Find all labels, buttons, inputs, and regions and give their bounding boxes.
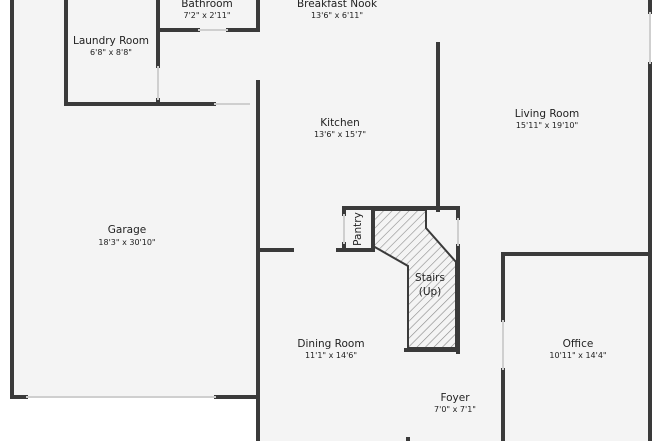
dining-name: Dining Room <box>297 338 364 350</box>
room-labels: Bathroom 7'2" x 2'11" Breakfast Nook 13'… <box>73 0 607 414</box>
bathroom-dims: 7'2" x 2'11" <box>183 11 230 20</box>
foyer-name: Foyer <box>440 392 470 404</box>
garage-name: Garage <box>108 224 146 236</box>
main-floor <box>66 0 650 441</box>
walls <box>10 0 652 441</box>
foyer-dims: 7'0" x 7'1" <box>434 405 476 414</box>
living-dims: 15'11" x 19'10" <box>516 121 578 130</box>
openings <box>26 12 651 398</box>
breakfast-nook-dims: 13'6" x 6'11" <box>311 11 363 20</box>
stairs-name: Stairs <box>415 272 445 284</box>
kitchen-dims: 13'6" x 15'7" <box>314 130 366 139</box>
dining-dims: 11'1" x 14'6" <box>305 351 357 360</box>
office-name: Office <box>563 338 594 350</box>
breakfast-nook-name: Breakfast Nook <box>297 0 378 10</box>
stairs-direction: (Up) <box>419 286 442 298</box>
pantry-name: Pantry <box>352 212 364 246</box>
bathroom-name: Bathroom <box>181 0 233 10</box>
living-name: Living Room <box>515 108 579 120</box>
laundry-dims: 6'8" x 8'8" <box>90 48 132 57</box>
office-dims: 10'11" x 14'4" <box>549 351 606 360</box>
laundry-name: Laundry Room <box>73 35 149 47</box>
kitchen-name: Kitchen <box>320 117 359 129</box>
garage-dims: 18'3" x 30'10" <box>98 238 155 247</box>
below-garage-blank <box>0 397 258 441</box>
floor-areas <box>0 0 650 441</box>
